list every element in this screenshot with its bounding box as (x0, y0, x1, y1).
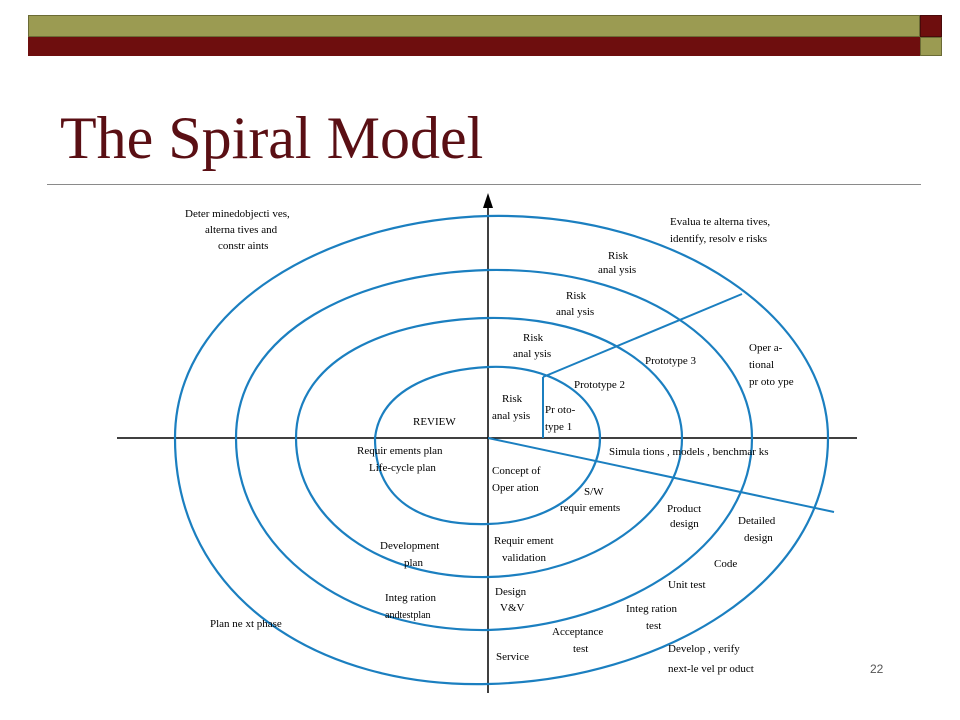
design-radial-line (487, 437, 835, 513)
label-review: REVIEW (413, 416, 456, 428)
header-olive-bar (28, 15, 920, 37)
label-product-design: Product design (667, 503, 704, 530)
diagram-labels: Deter minedobjecti ves, alterna tives an… (185, 208, 794, 675)
header-maroon-square (920, 15, 942, 37)
label-risk-analysis-4: Risk anal ysis (598, 250, 636, 276)
page-number: 22 (870, 662, 884, 676)
label-integration-test-plan: Integ ration andtestplan (385, 592, 439, 621)
label-risk-analysis-2: Risk anal ysis (513, 332, 551, 360)
label-development-plan: Development plan (380, 540, 442, 569)
label-evaluate-alternatives: Evalua te alterna tives, identify, resol… (670, 216, 773, 245)
spiral-loop-1 (373, 365, 602, 526)
vertical-axis-arrowhead (483, 193, 493, 208)
label-plan-next-phase: Plan ne xt phase (210, 618, 282, 630)
slide-header-bar (0, 0, 960, 64)
label-requirement-validation: Requir ement validation (494, 535, 556, 564)
spiral-loop-3 (234, 268, 754, 632)
label-acceptance-test: Acceptance test (552, 626, 606, 655)
label-detailed-design: Detailed design (738, 515, 778, 544)
label-prototype-3: Prototype 3 (645, 355, 697, 367)
axes (117, 193, 857, 693)
spiral-curves (173, 214, 830, 686)
label-requirements-plan: Requir ements plan Life-cycle plan (357, 445, 445, 474)
label-objectives: Deter minedobjecti ves, alterna tives an… (185, 208, 293, 252)
label-prototype-1: Pr oto- type 1 (545, 404, 578, 433)
label-code: Code (714, 558, 737, 570)
label-risk-analysis-3: Risk anal ysis (556, 290, 594, 318)
label-operational-prototype: Oper a- tional pr oto ype (749, 342, 794, 388)
prototype-radial-line (542, 293, 743, 378)
label-risk-analysis-1: Risk anal ysis (492, 393, 530, 422)
title-divider (47, 184, 921, 185)
label-concept-of-operation: Concept of Oper ation (492, 465, 543, 494)
label-service: Service (496, 651, 529, 663)
label-unit-test: Unit test (668, 579, 706, 591)
slide-title: The Spiral Model (60, 105, 484, 171)
spiral-loop-2 (294, 316, 684, 579)
label-sw-requirements: S/W requir ements (560, 486, 620, 514)
label-integration-test: Integ ration test (626, 603, 680, 632)
header-maroon-bar (28, 37, 920, 56)
header-olive-square (920, 37, 942, 56)
label-develop-verify: Develop , verify next-le vel pr oduct (668, 643, 754, 675)
label-simulations: Simula tions , models , benchmar ks (609, 446, 768, 458)
spiral-loop-4 (173, 214, 830, 686)
label-design-vv: Design V&V (495, 586, 529, 614)
radial-lines (487, 293, 835, 513)
label-prototype-2: Prototype 2 (574, 379, 625, 391)
